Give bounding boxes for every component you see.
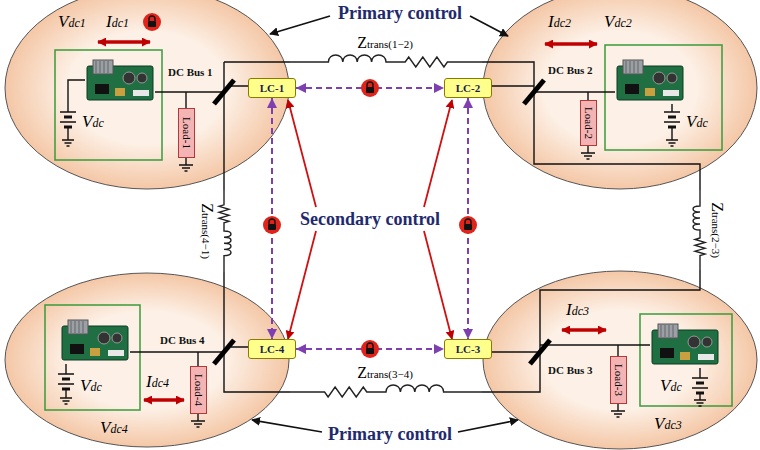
control-label: Secondary control xyxy=(300,209,440,230)
primary-arrow xyxy=(458,420,518,432)
transmission-line xyxy=(290,55,482,67)
load-name: Load-1 xyxy=(180,117,193,149)
lock-icon xyxy=(361,340,379,358)
signal-name: Vdc xyxy=(80,376,102,396)
load-name: Load-2 xyxy=(582,107,595,139)
converter-board xyxy=(87,60,153,100)
region-ellipse xyxy=(483,0,757,189)
region-ellipse xyxy=(5,273,289,447)
lock-icon xyxy=(263,216,281,234)
signal-name: Idc2 xyxy=(548,12,571,32)
signal-name: Vdc xyxy=(686,112,708,132)
impedance-label: Ztrans(4−1) xyxy=(198,203,216,259)
control-label: Primary control xyxy=(328,424,452,445)
load-box: Load-4 xyxy=(190,366,207,414)
controller-box: LC-3 xyxy=(444,339,492,359)
signal-name: Vdc3 xyxy=(654,414,682,434)
region-ellipse xyxy=(4,272,290,448)
battery-symbol xyxy=(64,117,72,127)
lock-icon xyxy=(459,216,477,234)
controller-name: LC-3 xyxy=(456,343,480,356)
current-arrow xyxy=(98,40,150,44)
converter-board xyxy=(62,320,128,360)
converter-board xyxy=(617,60,683,100)
primary-arrow xyxy=(252,420,322,432)
battery-symbol xyxy=(62,379,70,389)
load-name: Load-4 xyxy=(192,374,205,406)
primary-arrow xyxy=(270,16,330,34)
secondary-arrow xyxy=(288,100,316,207)
signal-name: Vdc4 xyxy=(100,418,128,438)
signal-name: Vdc2 xyxy=(604,12,632,32)
impedance-label: Ztrans(1−2) xyxy=(357,34,413,52)
secondary-arrow xyxy=(424,100,452,207)
controller-box: LC-4 xyxy=(248,339,296,359)
bus-name: DC Bus 1 xyxy=(168,66,213,79)
bus-name: DC Bus 2 xyxy=(548,64,593,77)
signal-name: Idc4 xyxy=(146,372,169,392)
primary-arrow xyxy=(470,16,508,36)
controller-box: LC-1 xyxy=(248,78,296,98)
secondary-arrow xyxy=(288,231,316,339)
bus-region: Idc3 DC Bus 3 VdcVdc3 Load-3 xyxy=(482,270,758,450)
secondary-arrow xyxy=(288,100,452,339)
bus-region: DC Bus 4 Vdc Idc4Vdc4 Load-4 xyxy=(4,272,290,448)
controller-name: LC-2 xyxy=(456,82,480,95)
signal-name: Idc1 xyxy=(106,12,129,32)
region-ellipse xyxy=(483,271,757,449)
control-label: Primary control xyxy=(338,3,462,24)
current-arrow xyxy=(144,398,184,402)
signal-name: Idc3 xyxy=(566,300,589,320)
impedance-label: Ztrans(3−4) xyxy=(357,364,413,382)
bus-region: Idc2 Vdc2 DC Bus 2 Vdc Load-2 xyxy=(482,0,758,190)
load-box: Load-2 xyxy=(580,100,597,146)
lock-icon xyxy=(143,13,161,31)
load-name: Load-3 xyxy=(612,364,625,396)
controller-name: LC-4 xyxy=(260,343,284,356)
battery-symbol xyxy=(668,117,676,127)
converter-board xyxy=(652,324,718,364)
signal-name: Vdc1 xyxy=(58,12,86,32)
secondary-arrow xyxy=(424,231,452,339)
signal-name: Vdc xyxy=(82,112,104,132)
region-ellipse xyxy=(5,0,289,189)
impedance-label: Ztrans(2−3) xyxy=(708,202,726,258)
transmission-line xyxy=(290,385,482,397)
current-arrow xyxy=(545,42,597,46)
battery-symbol xyxy=(696,383,704,393)
load-box: Load-1 xyxy=(178,108,195,158)
controller-name: LC-1 xyxy=(260,82,284,95)
bus-name: DC Bus 3 xyxy=(548,364,593,377)
lock-icon xyxy=(361,79,379,97)
bus-name: DC Bus 4 xyxy=(160,334,205,347)
controller-box: LC-2 xyxy=(444,78,492,98)
current-arrow xyxy=(562,328,606,332)
load-box: Load-3 xyxy=(610,356,627,404)
transmission-line xyxy=(219,190,231,272)
transmission-line xyxy=(693,190,705,270)
signal-name: Vdc xyxy=(660,376,682,396)
